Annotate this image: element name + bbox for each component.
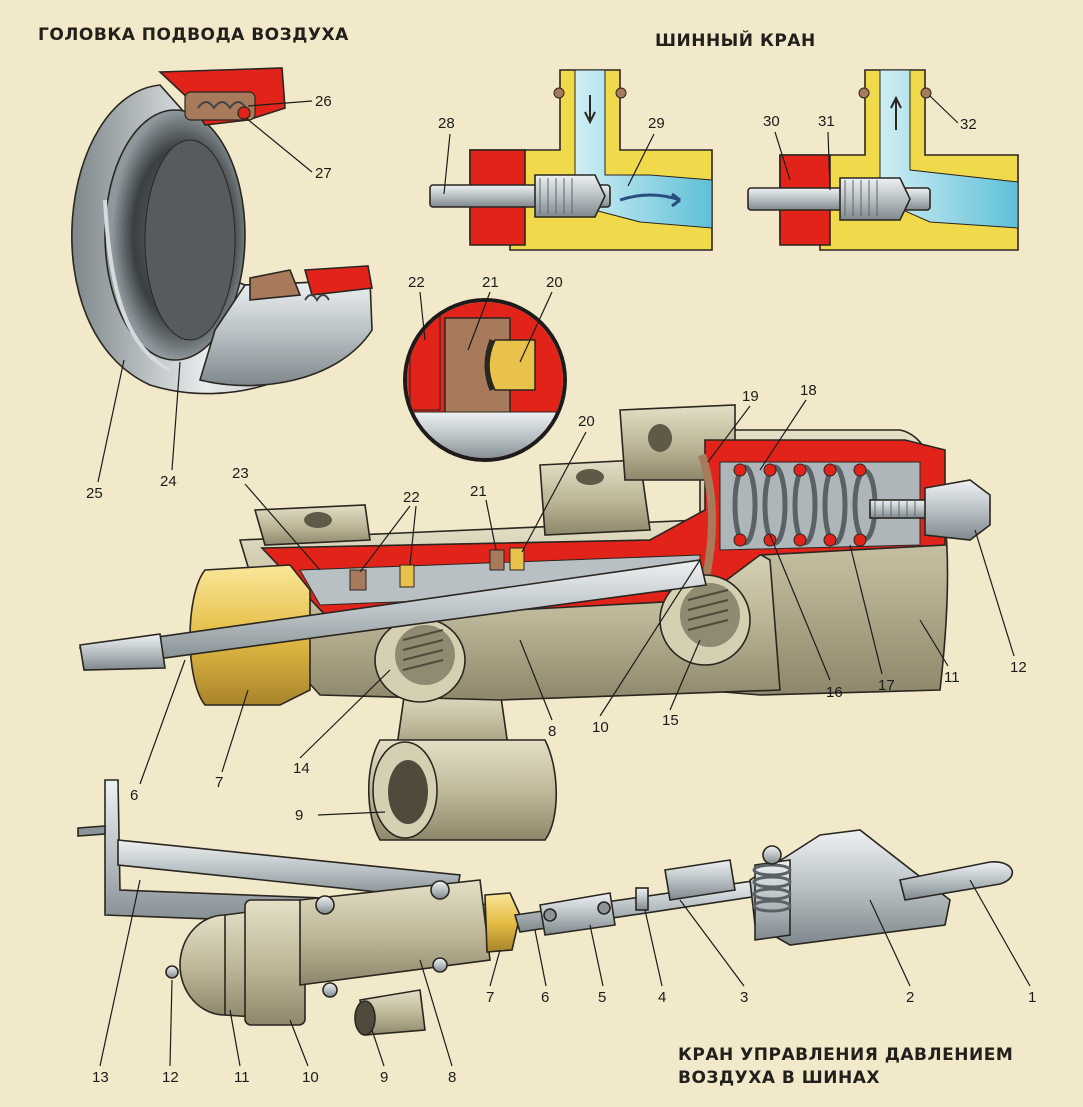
title-control-valve-line1: КРАН УПРАВЛЕНИЯ ДАВЛЕНИЕМ [678, 1045, 1013, 1065]
callout-12-assy: 12 [162, 1069, 179, 1086]
callout-10-main: 10 [592, 719, 609, 736]
title-tire-valve: ШИННЫЙ КРАН [655, 29, 816, 51]
callout-7-main: 7 [215, 774, 223, 791]
callout-9-main: 9 [295, 807, 303, 824]
callout-17: 17 [878, 677, 895, 694]
callout-30: 30 [763, 113, 780, 130]
callout-4: 4 [658, 989, 666, 1006]
callout-8-main: 8 [548, 723, 556, 740]
callout-24: 24 [160, 473, 177, 490]
callout-1: 1 [1028, 989, 1036, 1006]
callout-14: 14 [293, 760, 310, 777]
callout-18: 18 [800, 382, 817, 399]
callout-8-assy: 8 [448, 1069, 456, 1086]
callout-10-assy: 10 [302, 1069, 319, 1086]
callout-5: 5 [598, 989, 606, 1006]
callout-20-main: 20 [578, 413, 595, 430]
seal-detail-magnifier [403, 298, 567, 462]
title-control-valve-line2: ВОЗДУХА В ШИНАХ [678, 1068, 880, 1088]
title-air-supply-head: ГОЛОВКА ПОДВОДА ВОЗДУХА [38, 25, 349, 45]
control-valve-cutaway [78, 404, 991, 841]
callout-32: 32 [960, 116, 977, 133]
callout-6-main: 6 [130, 787, 138, 804]
callout-31: 31 [818, 113, 835, 130]
callout-3: 3 [740, 989, 748, 1006]
callout-22-main: 22 [403, 489, 420, 506]
callout-9-assy: 9 [380, 1069, 388, 1086]
callout-25: 25 [86, 485, 103, 502]
callout-11-main: 11 [944, 669, 960, 686]
air-supply-head-ring [71, 67, 373, 395]
callout-20-detail: 20 [546, 274, 563, 291]
callout-27: 27 [315, 165, 332, 182]
tire-valve-closed-section [747, 69, 1019, 251]
callout-12-main: 12 [1010, 659, 1027, 676]
callout-19: 19 [742, 388, 759, 405]
callout-6-assy: 6 [541, 989, 549, 1006]
callout-11-assy: 11 [234, 1069, 250, 1086]
tire-valve-open-section [429, 69, 713, 251]
control-valve-assembly [77, 779, 1014, 1036]
callout-22-detail: 22 [408, 274, 425, 291]
callout-7-assy: 7 [486, 989, 494, 1006]
callout-15: 15 [662, 712, 679, 729]
callout-2: 2 [906, 989, 914, 1006]
callout-26: 26 [315, 93, 332, 110]
callout-28: 28 [438, 115, 455, 132]
callout-16: 16 [826, 684, 843, 701]
callout-29: 29 [648, 115, 665, 132]
callout-13: 13 [92, 1069, 109, 1086]
callout-21-main: 21 [470, 483, 487, 500]
callout-21-detail: 21 [482, 274, 499, 291]
callout-23: 23 [232, 465, 249, 482]
